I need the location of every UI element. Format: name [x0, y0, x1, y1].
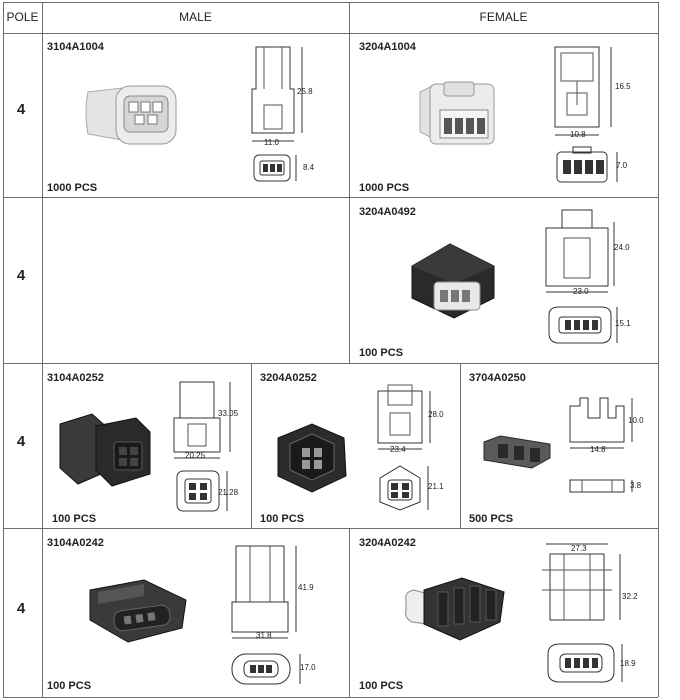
top-view-drawing: [173, 381, 231, 459]
connector-photo: [483, 435, 551, 469]
part-number: 3104A0252: [47, 372, 104, 384]
grid-line: [42, 2, 43, 697]
dimension-width: 31.8: [256, 631, 272, 640]
part-number: 3204A1004: [359, 41, 416, 53]
connector-photo: [277, 423, 347, 493]
front-view-drawing: [556, 146, 618, 183]
dimension-width: 27.3: [571, 544, 587, 553]
dimension-depth: 7.0: [616, 161, 628, 170]
row-3-pole: 4: [16, 433, 26, 450]
front-view-drawing: [231, 653, 301, 685]
dimension-height: 10.0: [628, 416, 644, 425]
dimension-height: 33.05: [218, 409, 239, 418]
dimension-depth: 18.9: [620, 659, 636, 668]
front-view-drawing: [548, 306, 618, 344]
top-view-drawing: [231, 545, 297, 639]
grid-line: [3, 697, 658, 698]
connector-photo: [411, 243, 495, 319]
dimension-width: 11.0: [264, 138, 279, 147]
part-number: 3204A0492: [359, 206, 416, 218]
part-number: 3104A0242: [47, 537, 104, 549]
part-number: 3704A0250: [469, 372, 526, 384]
dimension-depth: 3.8: [630, 481, 642, 490]
quantity: 500 PCS: [469, 513, 514, 525]
grid-line: [3, 528, 658, 529]
connector-photo: [59, 413, 151, 487]
top-view-drawing: [554, 46, 612, 136]
quantity: 100 PCS: [47, 680, 92, 692]
dimension-height: 16.5: [615, 82, 631, 91]
dimension-height: 41.9: [298, 583, 314, 592]
grid-line: [349, 528, 350, 697]
grid-line: [460, 363, 461, 528]
grid-line: [3, 2, 4, 697]
grid-line: [349, 2, 350, 363]
grid-line: [3, 197, 658, 198]
part-number: 3204A0242: [359, 537, 416, 549]
top-view-drawing: [377, 384, 431, 450]
quantity: 1000 PCS: [47, 182, 98, 194]
front-view-drawing: [176, 470, 228, 512]
header-pole: POLE: [6, 10, 39, 24]
dimension-depth: 21.1: [428, 482, 444, 491]
header-female: FEMALE: [479, 10, 528, 24]
quantity: 100 PCS: [52, 513, 97, 525]
row-2-pole: 4: [16, 267, 26, 284]
connector-photo: [89, 579, 187, 643]
dimension-height: 28.0: [428, 410, 444, 419]
grid-line: [3, 2, 658, 3]
connector-photo: [85, 85, 177, 145]
connector-photo: [405, 577, 505, 641]
dimension-height: 32.2: [622, 592, 638, 601]
dimension-width: 20.25: [185, 451, 206, 460]
quantity: 1000 PCS: [359, 182, 410, 194]
row-1-pole: 4: [16, 101, 26, 118]
quantity: 100 PCS: [359, 347, 404, 359]
grid-line: [658, 2, 659, 697]
dimension-height: 25.8: [297, 87, 313, 96]
dimension-width: 10.8: [570, 130, 586, 139]
dimension-width: 14.8: [590, 445, 606, 454]
row-4-pole: 4: [16, 600, 26, 617]
dimension-depth: 15.1: [615, 319, 631, 328]
grid-line: [3, 363, 658, 364]
connector-photo: [419, 81, 495, 145]
grid-line: [251, 363, 252, 528]
dimension-width: 23.4: [390, 445, 406, 454]
front-view-drawing: [379, 465, 429, 511]
grid-line: [3, 33, 658, 34]
front-view-drawing: [547, 643, 623, 683]
quantity: 100 PCS: [359, 680, 404, 692]
dimension-height: 24.0: [614, 243, 630, 252]
dimension-width: 23.0: [573, 287, 589, 296]
part-number: 3104A1004: [47, 41, 104, 53]
top-view-drawing: [569, 397, 633, 449]
top-view-drawing: [542, 543, 621, 621]
top-view-drawing: [545, 209, 615, 293]
front-view-drawing: [253, 154, 297, 182]
side-view-drawing: [569, 479, 633, 493]
quantity: 100 PCS: [260, 513, 305, 525]
part-number: 3204A0252: [260, 372, 317, 384]
dimension-depth: 21.28: [218, 488, 239, 497]
dimension-depth: 17.0: [300, 663, 316, 672]
header-male: MALE: [179, 10, 212, 24]
dimension-depth: 8.4: [303, 163, 315, 172]
top-view-drawing: [251, 46, 303, 142]
